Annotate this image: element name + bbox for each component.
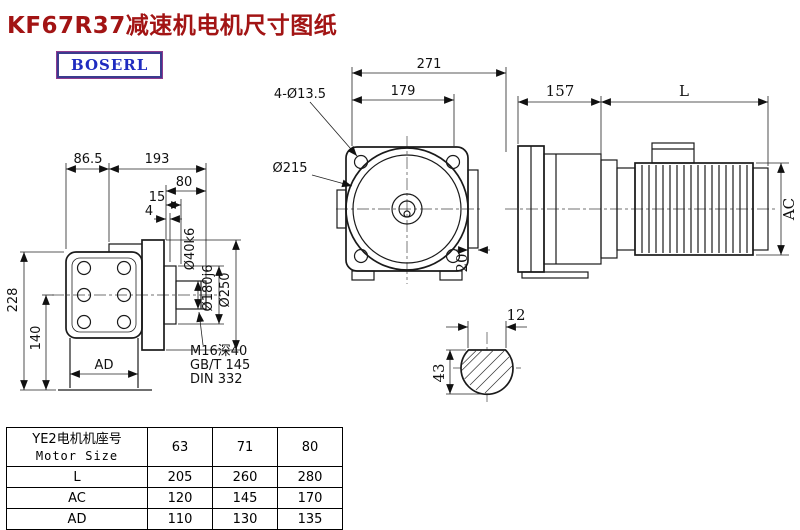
page-title: KF67R37减速机电机尺寸图纸 — [7, 13, 338, 39]
dim-shaft-length: 80 — [176, 175, 193, 190]
table-header-size-63: 63 — [147, 427, 213, 467]
table-row-L: L 205 260 280 — [6, 466, 343, 488]
table-header-motor-size: YE2电机机座号 Motor Size — [6, 427, 148, 467]
dim-left-b: 193 — [145, 152, 170, 167]
motor-size-label-cn: YE2电机机座号 — [32, 431, 122, 447]
front-view — [336, 136, 480, 284]
dim-inner-width: 179 — [391, 84, 416, 99]
table-header-size-80: 80 — [277, 427, 343, 467]
table-cell: 120 — [147, 487, 213, 509]
table-cell: 280 — [277, 466, 343, 488]
dim-motor-diameter: AC — [780, 198, 798, 221]
left-view — [52, 239, 218, 391]
dim-bolt-holes: 4-Ø13.5 — [274, 87, 326, 102]
table-cell: 260 — [212, 466, 278, 488]
dim-height-center: 140 — [29, 326, 44, 351]
dim-key-height: 43 — [430, 363, 448, 382]
dim-motor-length: L — [679, 82, 689, 100]
shaft-section-dimensions: 12 43 — [430, 306, 527, 395]
fan-cover — [752, 167, 769, 251]
dim-height-total: 228 — [6, 288, 21, 313]
dim-flange-od: Ø250 — [218, 272, 233, 307]
dim-shaft-diameter: Ø40k6 — [183, 228, 198, 271]
table-header-size-71: 71 — [212, 427, 278, 467]
table-cell: 135 — [277, 508, 343, 530]
motor-size-table: YE2电机机座号 Motor Size 63 71 80 L 205 260 2… — [6, 427, 343, 530]
table-row-AD: AD 110 130 135 — [6, 508, 343, 530]
table-cell: 145 — [212, 487, 278, 509]
dim-key-width: 12 — [506, 306, 525, 324]
motor-fins — [641, 165, 748, 253]
table-header-row: YE2电机机座号 Motor Size 63 71 80 — [6, 427, 343, 467]
tap-hole-standard-din: DIN 332 — [190, 372, 243, 387]
dim-flange-diameter: Ø215 — [272, 161, 307, 176]
dim-step-b: 15 — [149, 190, 166, 205]
tap-hole-note: M16深40 — [190, 344, 247, 359]
shaft-section — [453, 332, 521, 402]
front-view-dimensions: 271 179 4-Ø13.5 Ø215 20 — [272, 57, 507, 273]
row-label: AD — [6, 508, 148, 530]
right-view-dimensions: 157 L AC — [517, 82, 798, 256]
row-label: L — [6, 466, 148, 488]
table-cell: 170 — [277, 487, 343, 509]
dim-adapter-length: 157 — [546, 82, 575, 100]
table-cell: 205 — [147, 466, 213, 488]
dim-lug-thickness: 20 — [453, 253, 471, 272]
row-label: AC — [6, 487, 148, 509]
dim-total-width: 271 — [417, 57, 442, 72]
brand-logo: BOSERL — [57, 52, 163, 78]
dim-step-c: 4 — [145, 204, 153, 219]
dim-body-width: AD — [95, 358, 114, 373]
section-hatching — [461, 349, 513, 394]
terminal-box — [651, 142, 695, 164]
left-view-dimensions: 86.5 193 80 15 4 228 140 AD Ø40k6 — [6, 152, 250, 391]
right-view — [505, 142, 778, 279]
dim-spigot-diameter: Ø180j6 — [201, 265, 216, 312]
table-row-AC: AC 120 145 170 — [6, 487, 343, 509]
motor-size-label-en: Motor Size — [35, 448, 119, 463]
table-cell: 130 — [212, 508, 278, 530]
dim-left-a: 86.5 — [74, 152, 103, 167]
tap-hole-standard-gb: GB/T 145 — [190, 358, 250, 373]
table-cell: 110 — [147, 508, 213, 530]
